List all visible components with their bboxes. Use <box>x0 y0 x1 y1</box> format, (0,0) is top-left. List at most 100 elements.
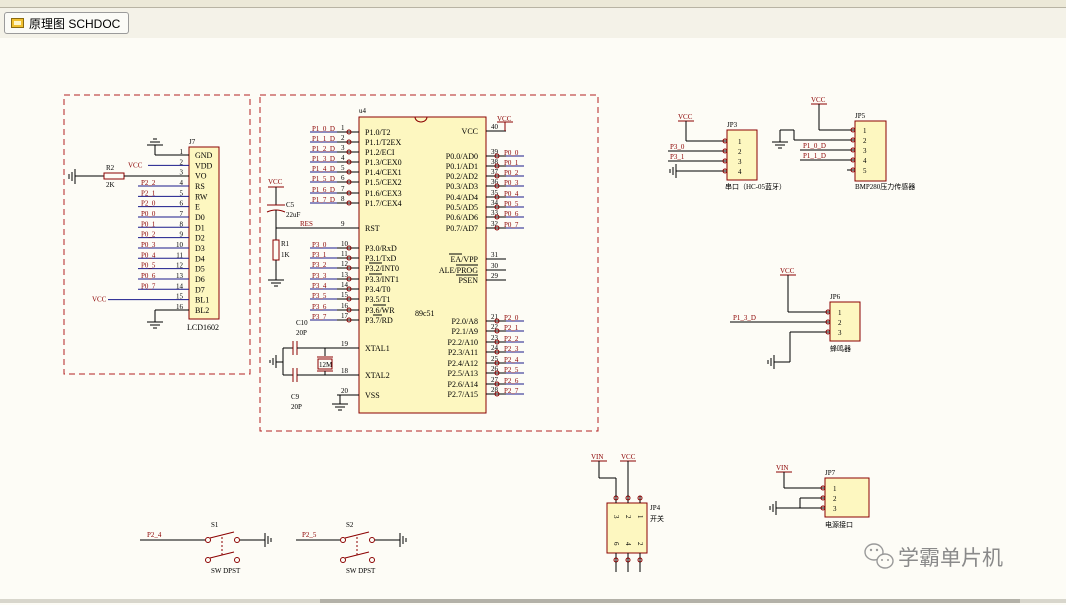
lcd-pin-name: D2 <box>195 234 205 243</box>
mcu-pin-name: P3.6/WR <box>365 306 395 315</box>
mcu-net-label: P1_2_D <box>312 145 335 153</box>
lcd-gnd-bottom <box>147 309 189 329</box>
mcu-pin-name: P1.2/ECI <box>365 148 395 157</box>
lcd-pin-number: 6 <box>180 200 184 208</box>
jp3-net-2: P3_0 <box>670 143 685 151</box>
jp5-pin-number: 4 <box>863 157 867 165</box>
lcd-pin-name: D6 <box>195 275 205 284</box>
s2-switch[interactable]: S2 SW DPST P2_5 <box>296 521 407 575</box>
mcu-pin-dot <box>346 255 352 261</box>
jp7-pins: 123 <box>817 485 837 513</box>
r2-resistor[interactable]: R2 2K <box>68 164 189 189</box>
mcu-pin-number: 32 <box>491 220 499 228</box>
lcd-net-label: P0_2 <box>141 231 156 239</box>
lcd-pin-number: 2 <box>180 158 184 166</box>
mcu-pin-dot <box>346 276 352 282</box>
lcd-ref: J7 <box>189 138 196 146</box>
mcu-pin-name: P1.0/T2 <box>365 128 391 137</box>
jp6-caption: 蜂鸣器 <box>830 344 851 353</box>
mcu-pin-name: EA/VPP <box>450 255 478 264</box>
lcd-pin-name: D5 <box>195 265 205 274</box>
mcu-pin-number: 2 <box>341 134 345 142</box>
mcu-pin-name: P3.1/TxD <box>365 254 397 263</box>
mcu-pin-number: 40 <box>491 123 499 131</box>
mcu-pin-number: 26 <box>491 365 499 373</box>
jp5-pin-dot <box>850 157 856 163</box>
mcu-net-label: P2_1 <box>504 324 519 332</box>
reset-circuit[interactable]: VCC C5 22uF R1 1K <box>266 178 359 287</box>
jp3-pin-number: 2 <box>738 148 742 156</box>
mcu-pin-name: P3.3/INT1 <box>365 275 399 284</box>
scrollbar-thumb[interactable] <box>320 599 1020 603</box>
mcu-pin-number: 5 <box>341 164 345 172</box>
mcu-pin-dot <box>494 214 500 220</box>
jp7-pin-number: 2 <box>833 495 837 503</box>
mcu-pin-number: 34 <box>491 199 499 207</box>
jp4-bottom-pin-number: 6 <box>612 542 620 546</box>
lcd-pin-name: VDD <box>195 161 213 170</box>
mcu-pin-name: VSS <box>365 391 380 400</box>
jp6-pin-number: 1 <box>838 309 842 317</box>
mcu-pin-number: 7 <box>341 185 345 193</box>
jp4-top-pin-number: 2 <box>624 515 632 519</box>
document-tab[interactable]: 原理图 SCHDOC <box>4 12 130 34</box>
jp6-buzzer-header[interactable]: JP6 蜂鸣器 123 VCC P1_3_D <box>730 267 861 369</box>
mcu-pin-number: 14 <box>341 281 349 289</box>
mcu-net-label: P2_4 <box>504 356 519 364</box>
mcu-pin-dot <box>346 286 352 292</box>
lcd-net-label: P0_3 <box>141 241 156 249</box>
jp7-body <box>824 477 870 518</box>
r2-value: 2K <box>106 181 115 189</box>
mcu-pin-name: P3.5/T1 <box>365 295 391 304</box>
c10-ref: C10 <box>296 319 308 327</box>
jp6-body <box>829 301 861 342</box>
mcu-pin-dot <box>494 153 500 159</box>
jp4-vcc-label: VCC <box>621 453 636 461</box>
mcu-net-label: P0_6 <box>504 210 519 218</box>
jp7-vin-label: VIN <box>776 464 788 472</box>
jp6-pin-dot <box>825 329 831 335</box>
jp5-pin-number: 5 <box>863 167 867 175</box>
jp3-body <box>726 129 758 181</box>
mcu-pin-dot <box>494 381 500 387</box>
mcu-pin-name: P0.5/AD5 <box>446 203 478 212</box>
lcd-pin-number: 10 <box>176 241 184 249</box>
mcu-group-box <box>259 94 599 432</box>
jp4-caption: 开关 <box>650 514 664 523</box>
jp4-pin-dot <box>637 495 643 501</box>
mcu-pin-dot <box>494 349 500 355</box>
lcd-pin-number: 8 <box>180 220 184 228</box>
mcu-part: 89c51 <box>415 309 435 318</box>
lcd-pin-number: 1 <box>180 148 184 156</box>
lcd-pin-name: D3 <box>195 244 205 253</box>
jp3-pin-number: 4 <box>738 168 742 176</box>
jp7-power-jack[interactable]: JP7 电源接口 123 VIN <box>769 464 870 529</box>
jp4-body <box>606 502 648 554</box>
crystal-circuit[interactable]: C10 20P C9 20P 12M <box>269 319 359 411</box>
mcu-pin-dot <box>494 173 500 179</box>
mcu-pin-name: P3.2/INT0 <box>365 264 399 273</box>
mcu-pin-name: VCC <box>462 127 478 136</box>
mcu-pin-number: 15 <box>341 291 349 299</box>
mcu-pin-name: P1.3/CEX0 <box>365 158 402 167</box>
jp7-pin-dot <box>820 495 826 501</box>
jp3-pin-number: 3 <box>738 158 742 166</box>
mcu-pin-number: 9 <box>341 220 345 228</box>
mcu-pin-name: P0.1/AD1 <box>446 162 478 171</box>
s1-switch[interactable]: S1 SW DPST P2_4 <box>140 521 272 575</box>
mcu-net-label: P3_1 <box>312 251 327 259</box>
horizontal-scrollbar[interactable] <box>0 599 1066 603</box>
mcu-net-label: P1_3_D <box>312 155 335 163</box>
mcu-pin-number: 11 <box>341 250 348 258</box>
mcu-pin-number: 30 <box>491 262 499 270</box>
mcu-pin-dot <box>494 194 500 200</box>
